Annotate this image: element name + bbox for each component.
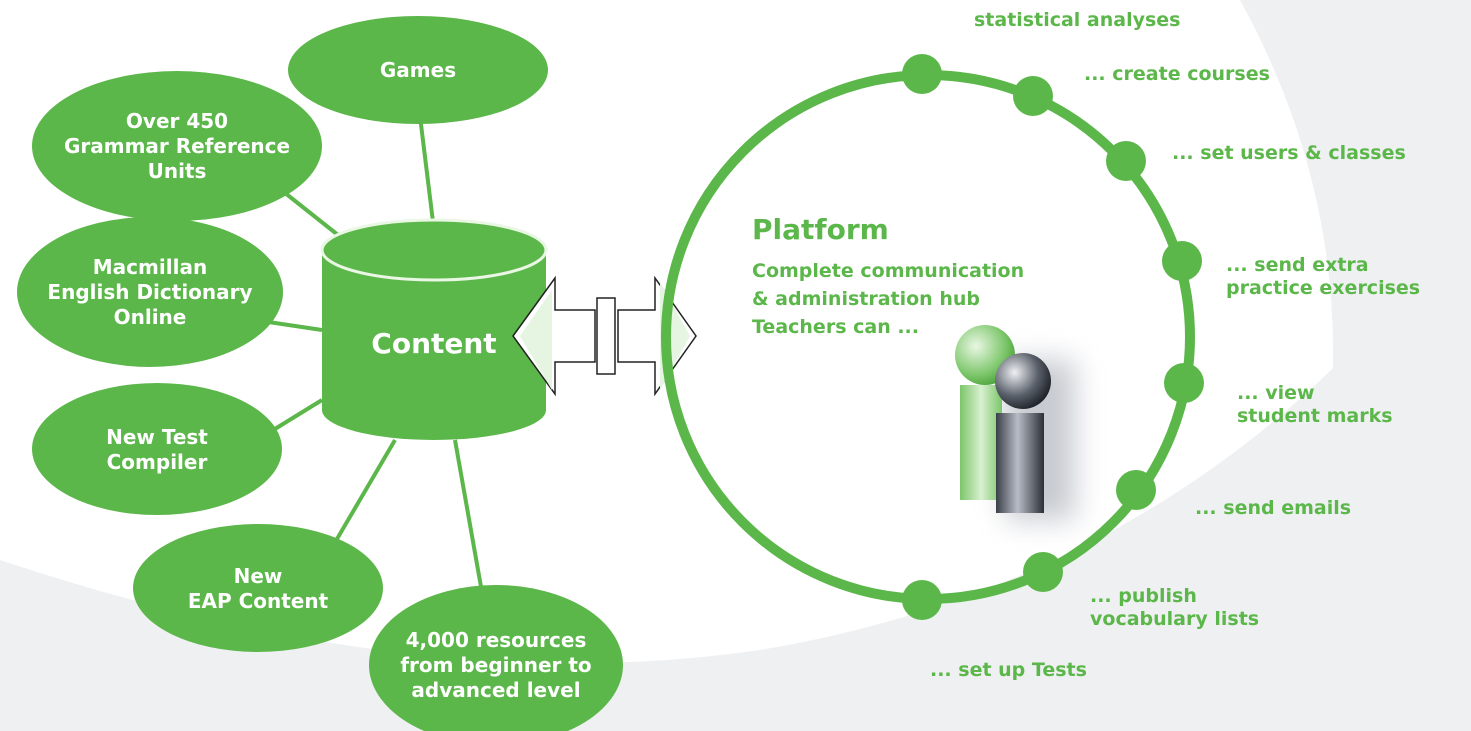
- bubble-eap: [133, 524, 383, 652]
- bubble-label-eap: New EAP Content: [187, 563, 329, 613]
- node-set-up-tests: [902, 580, 942, 620]
- node-set-users: [1106, 141, 1146, 181]
- action-view-marks: ... view student marks: [1237, 382, 1393, 427]
- action-send-emails: ... send emails: [1195, 497, 1352, 519]
- action-nodes: [902, 54, 1204, 620]
- node-publish-vocab: [1023, 552, 1063, 592]
- users-icon: [955, 325, 1075, 520]
- action-statistical-analyses: statistical analyses: [974, 9, 1181, 31]
- node-statistical-analyses: [902, 54, 942, 94]
- node-create-courses: [1013, 76, 1053, 116]
- action-set-up-tests: ... set up Tests: [930, 659, 1087, 681]
- node-view-marks: [1164, 363, 1204, 403]
- action-create-courses: ... create courses: [1084, 63, 1270, 85]
- bubble-label-games: Games: [379, 57, 457, 82]
- content-label: Content: [371, 327, 497, 360]
- action-send-practice: ... send extra practice exercises: [1226, 254, 1421, 299]
- bubble-games: [288, 16, 548, 124]
- bubble-label-test-compiler: New Test Compiler: [106, 424, 208, 474]
- bubble-label-resources: 4,000 resources from beginner to advance…: [400, 627, 592, 702]
- content-database-icon: [320, 218, 548, 440]
- bubble-resources: [369, 585, 623, 731]
- bubble-test-compiler: [32, 383, 282, 515]
- platform-subtitle: Complete communication & administration …: [752, 260, 1025, 338]
- bubble-grammar: [32, 71, 322, 221]
- background-arc-top: [1100, 0, 1471, 731]
- platform-title: Platform: [752, 213, 889, 246]
- node-send-emails: [1116, 470, 1156, 510]
- action-publish-vocab: ... publish vocabulary lists: [1090, 585, 1260, 630]
- bubble-dictionary: [17, 217, 283, 367]
- action-set-users: ... set users & classes: [1172, 142, 1406, 164]
- bubble-label-dictionary: Macmillan English Dictionary Online: [47, 254, 253, 329]
- node-send-practice: [1162, 241, 1202, 281]
- bubble-label-grammar: Over 450 Grammar Reference Units: [63, 108, 291, 183]
